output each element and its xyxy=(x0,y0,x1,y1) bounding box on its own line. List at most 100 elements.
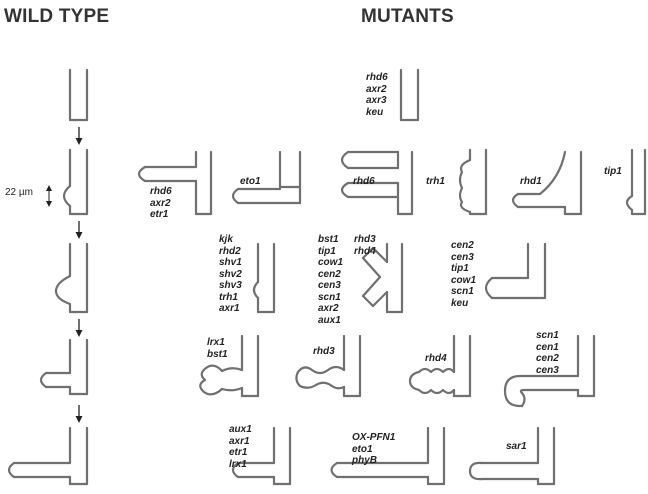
gene-label: scn1 xyxy=(536,330,559,341)
mutant-tip1-hair xyxy=(625,148,647,216)
mutant-no-hair xyxy=(399,68,420,122)
gene-label: axr1 xyxy=(219,303,240,314)
wild-type-stage-4 xyxy=(39,338,89,396)
down-arrow-icon xyxy=(75,221,83,239)
gene-list-row2-trh1: trh1 xyxy=(426,176,445,188)
gene-label: lrx1 xyxy=(229,458,247,470)
gene-label: cen2 xyxy=(318,268,341,280)
double-headed-arrow-icon xyxy=(46,185,52,207)
gene-label: tip1 xyxy=(318,245,336,257)
gene-label: keu xyxy=(451,297,469,309)
gene-label: axr2 xyxy=(366,83,387,95)
gene-label: shv1 xyxy=(219,257,242,268)
gene-label: rhd6 xyxy=(150,186,172,197)
wild-type-stage-1 xyxy=(68,68,89,122)
gene-label: bst1 xyxy=(207,348,228,360)
gene-list-row2-rhd6-branched: rhd6 xyxy=(353,176,375,188)
gene-label: tip1 xyxy=(604,166,622,177)
gene-list-row2-rhd6: rhd6 axr2 etr1 xyxy=(150,186,172,221)
gene-label: rhd6 xyxy=(366,72,388,83)
gene-list-row4-lrx1: lrx1 bst1 xyxy=(207,337,228,360)
gene-label: bst1 xyxy=(318,234,339,245)
mutant-hooked-hair xyxy=(503,334,596,408)
mutant-short-hair xyxy=(231,426,292,486)
gene-label: phyB xyxy=(352,455,377,466)
gene-label: aux1 xyxy=(229,424,252,435)
gene-label: cen3 xyxy=(451,251,474,263)
gene-label: etr1 xyxy=(150,209,169,220)
gene-label: cow1 xyxy=(318,257,344,268)
down-arrow-icon xyxy=(75,319,83,337)
gene-label: shv3 xyxy=(219,280,242,291)
gene-label: axr2 xyxy=(150,197,171,209)
gene-label: etr1 xyxy=(229,447,248,458)
gene-label: axr1 xyxy=(229,435,250,447)
gene-label: tip1 xyxy=(451,263,469,274)
gene-label: lrx1 xyxy=(207,337,225,348)
gene-list-row2-rhd1: rhd1 xyxy=(520,176,542,188)
mutant-wavy-hair xyxy=(295,334,362,398)
mutant-wide-hair xyxy=(484,242,547,300)
wild-type-stage-2 xyxy=(62,148,89,216)
mutants-heading: MUTANTS xyxy=(361,6,454,27)
gene-label: rhd4 xyxy=(425,353,447,364)
gene-label: cen3 xyxy=(318,280,341,291)
gene-label: axr2 xyxy=(318,303,339,314)
gene-label: rhd3 xyxy=(354,234,376,245)
gene-list-row3-kjk: kjk rhd2 shv1 shv2 shv3 trh1 axr1 xyxy=(219,234,242,315)
gene-label: rhd4 xyxy=(354,245,376,257)
gene-list-row3-rhd3-rhd4: rhd3 rhd4 xyxy=(354,234,376,257)
gene-label: eto1 xyxy=(352,443,373,455)
gene-label: sar1 xyxy=(506,441,527,452)
gene-list-row2-tip1: tip1 xyxy=(604,166,622,178)
gene-label: rhd6 xyxy=(353,176,375,187)
measurement-label: 22 µm xyxy=(5,187,33,198)
mutant-trh1-hair xyxy=(458,148,488,216)
gene-label: cen2 xyxy=(536,353,559,364)
gene-label: axr3 xyxy=(366,95,387,106)
gene-list-row4-rhd4: rhd4 xyxy=(425,353,447,365)
gene-label: trh1 xyxy=(426,176,445,187)
gene-label: eto1 xyxy=(240,176,261,187)
gene-label: scn1 xyxy=(451,286,474,297)
gene-label: aux1 xyxy=(318,314,341,326)
mutant-rhd1-hair xyxy=(511,150,583,216)
gene-label: rhd3 xyxy=(313,346,335,357)
gene-list-row4-scn1: scn1 cen1 cen2 cen3 xyxy=(536,330,559,376)
gene-label: OX-PFN1 xyxy=(352,432,396,443)
gene-list-row5-oxpfn1: OX-PFN1 eto1 phyB xyxy=(352,432,395,467)
gene-label: trh1 xyxy=(219,291,238,303)
gene-list-row3-bst1: bst1 tip1 cow1 cen2 cen3 scn1 axr2 aux1 xyxy=(318,234,343,326)
gene-list-row4-rhd3: rhd3 xyxy=(313,346,335,358)
gene-label: rhd1 xyxy=(520,176,542,187)
gene-list-row2-eto1: eto1 xyxy=(240,176,261,188)
mutant-x-shaped-hair xyxy=(361,242,404,314)
wild-type-heading: WILD TYPE xyxy=(4,6,110,27)
mutant-short-bulge-hair xyxy=(252,242,276,314)
wild-type-stage-3 xyxy=(54,242,89,314)
gene-label: cen2 xyxy=(451,240,474,251)
gene-list-row5-sar1: sar1 xyxy=(506,441,527,453)
gene-label: cow1 xyxy=(451,274,477,286)
gene-label: scn1 xyxy=(318,291,341,303)
wild-type-stage-5 xyxy=(7,426,89,486)
mutant-long-hair xyxy=(330,426,446,486)
gene-label: shv2 xyxy=(219,268,242,280)
down-arrow-icon xyxy=(75,405,83,423)
gene-label: rhd2 xyxy=(219,245,241,257)
gene-label: cen1 xyxy=(536,341,559,353)
gene-label: keu xyxy=(366,106,384,118)
mutant-basal-hair xyxy=(137,150,213,216)
mutant-lrx1-hair xyxy=(199,334,260,398)
gene-label: kjk xyxy=(219,234,233,245)
gene-list-row3-cen2: cen2 cen3 tip1 cow1 scn1 keu xyxy=(451,240,476,309)
mutant-beaded-hair xyxy=(408,334,472,398)
mutant-eto1-hair xyxy=(231,150,302,205)
gene-list-row1: rhd6 axr2 axr3 keu xyxy=(366,72,388,118)
gene-list-row5-aux1: aux1 axr1 etr1 lrx1 xyxy=(229,424,252,470)
mutant-sar1-hair xyxy=(468,426,556,486)
gene-label: cen3 xyxy=(536,364,559,376)
mutant-branched-hair xyxy=(340,150,414,216)
